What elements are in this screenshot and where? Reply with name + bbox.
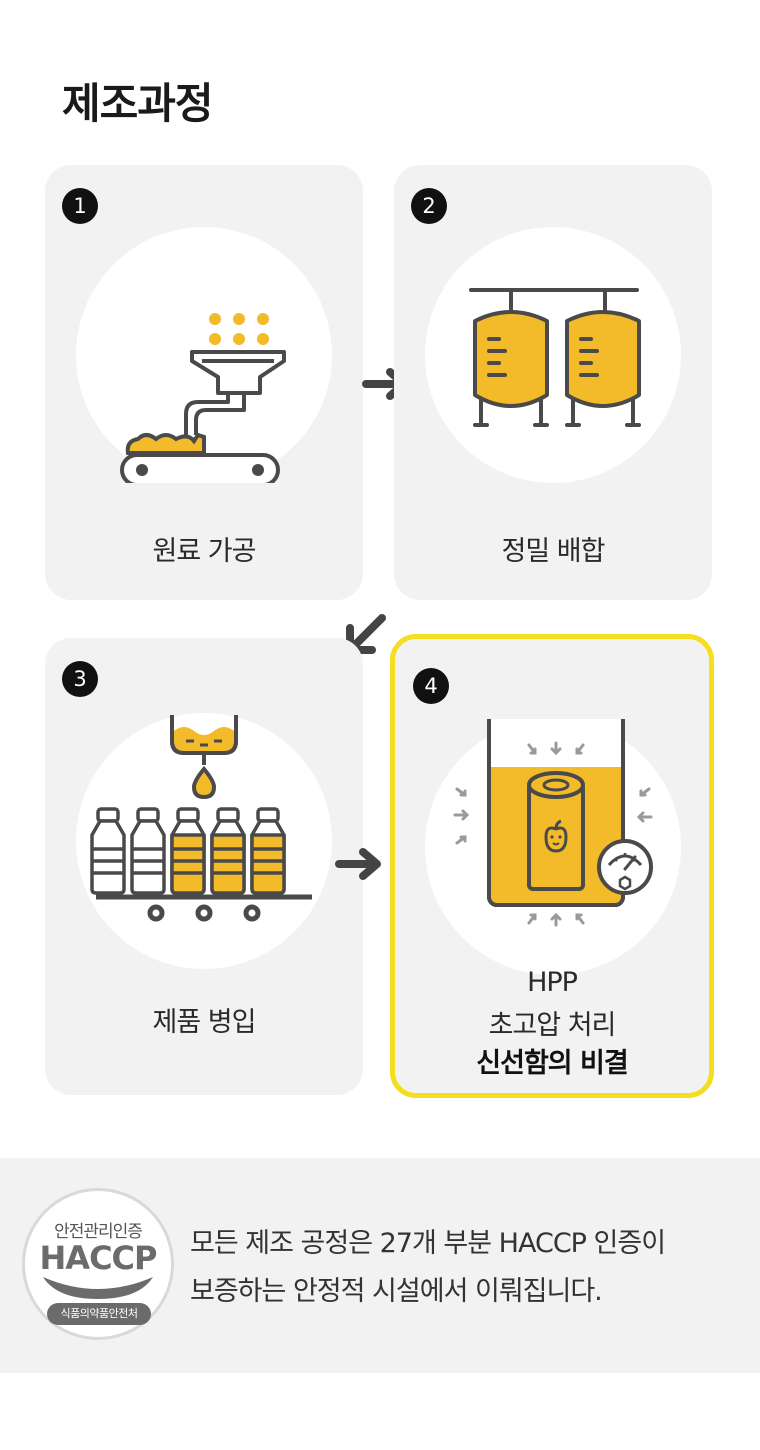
arrow-right-icon xyxy=(335,846,387,882)
illustration-circle xyxy=(425,719,681,975)
badge-top-text: 안전관리인증 xyxy=(54,1222,143,1242)
footer-description: 모든 제조 공정은 27개 부분 HACCP 인증이 보증하는 안정적 시설에서… xyxy=(190,1220,750,1316)
step-card-1: 1 원료 가공 xyxy=(45,165,363,600)
hpp-chamber-icon xyxy=(453,719,653,927)
step-number-badge: 4 xyxy=(413,668,449,704)
conveyor-funnel-icon xyxy=(120,313,286,483)
haccp-badge: 안전관리인증 HACCP 식품의약품안전처 xyxy=(22,1188,174,1340)
step-card-4-highlighted: 4 xyxy=(390,634,714,1098)
step-label-emphasis: 신선함의 비결 xyxy=(476,1048,628,1079)
badge-main-text: HACCP xyxy=(39,1239,158,1277)
footer-line-2: 보증하는 안정적 시설에서 이뤄집니다. xyxy=(190,1276,603,1307)
step-label: 정밀 배합 xyxy=(501,536,606,567)
badge-swoosh-icon xyxy=(43,1277,153,1299)
illustration-circle xyxy=(76,227,332,483)
haccp-footer: 안전관리인증 HACCP 식품의약품안전처 모든 제조 공정은 27개 부분 H… xyxy=(0,1158,760,1373)
bottling-line-icon xyxy=(90,715,312,922)
step-label: 제품 병입 xyxy=(152,1007,257,1038)
mixing-tanks-icon xyxy=(469,288,641,427)
step-label-line-2: 초고압 처리 xyxy=(488,1010,617,1041)
step-number-badge: 3 xyxy=(62,661,98,697)
badge-bottom-text: 식품의약품안전처 xyxy=(47,1303,151,1325)
page-title: 제조과정 xyxy=(62,79,214,128)
step-card-3: 3 xyxy=(45,638,363,1095)
step-number-badge: 1 xyxy=(62,188,98,224)
step-number-badge: 2 xyxy=(411,188,447,224)
step-card-2: 2 정밀 배합 xyxy=(394,165,712,600)
step-label: 원료 가공 xyxy=(152,536,257,567)
illustration-circle xyxy=(76,713,332,969)
footer-line-1: 모든 제조 공정은 27개 부분 HACCP 인증이 xyxy=(190,1228,666,1259)
illustration-circle xyxy=(425,227,681,483)
step-label-line-1: HPP xyxy=(527,967,578,998)
